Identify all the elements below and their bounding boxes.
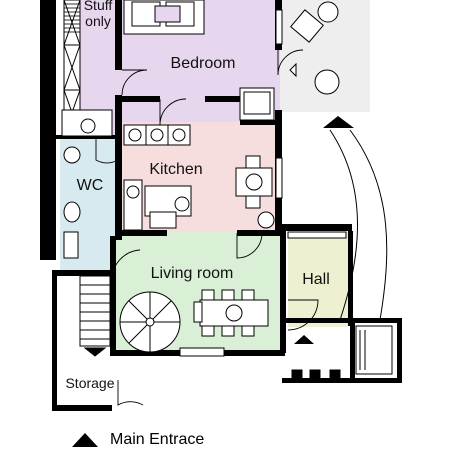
kitchen-counters <box>123 124 192 231</box>
label-bedroom: Bedroom <box>171 55 236 72</box>
stuff-room-hatch <box>63 0 81 136</box>
walkway <box>329 129 388 321</box>
storage-stairs <box>79 275 111 357</box>
label-kitchen: Kitchen <box>149 161 202 178</box>
label-storage: Storage <box>65 375 114 391</box>
living-dining-table <box>193 289 269 337</box>
label-stuff-line1: Stuff <box>84 0 113 13</box>
entrance-markers <box>294 116 354 344</box>
wc-fixtures <box>61 109 113 259</box>
windows <box>179 9 347 357</box>
label-stuff-line2: only <box>85 13 111 29</box>
armchair <box>239 87 275 121</box>
stairs-top <box>64 3 80 33</box>
legend-label: Main Entrace <box>110 431 205 448</box>
terrace-furniture <box>289 1 340 95</box>
legend: Main Entrace <box>72 430 204 450</box>
hall-fill <box>288 232 348 327</box>
kitchen-dining-table <box>235 155 275 229</box>
label-living-room: Living room <box>151 265 234 282</box>
triangle-up-icon <box>72 433 98 447</box>
label-wc: WC <box>77 177 104 194</box>
spiral-stair <box>119 291 181 353</box>
porch <box>291 325 393 381</box>
label-hall: Hall <box>302 271 330 288</box>
door-swings <box>95 49 319 406</box>
bed <box>123 0 205 35</box>
